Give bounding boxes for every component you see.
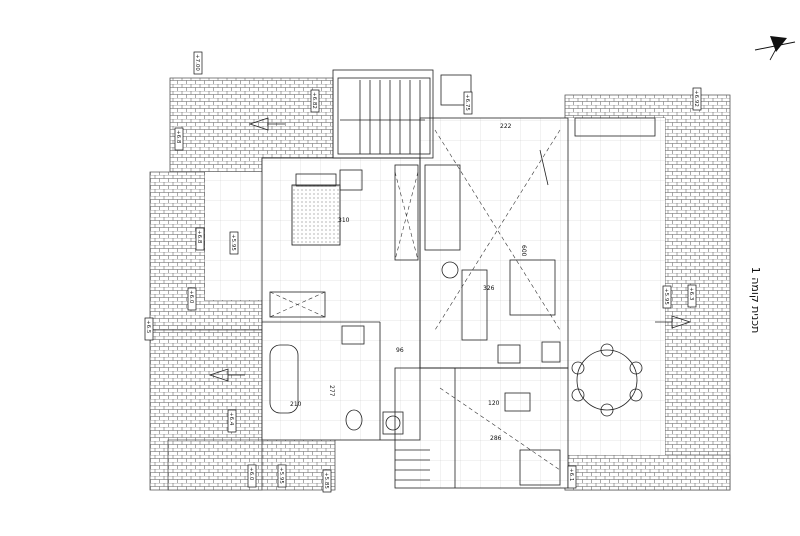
bathroom — [269, 291, 404, 435]
dim-bath-small: 210 — [290, 401, 302, 408]
walls — [261, 69, 569, 489]
bed — [291, 184, 341, 246]
interior-floor — [262, 118, 568, 488]
elevation-value: +5.95 — [230, 234, 236, 251]
elevation-tag: +6.0 — [187, 287, 197, 311]
elevation-value: +5.95 — [663, 288, 669, 305]
elevation-tag: +6.8 — [174, 127, 184, 151]
elevation-value: +6.0 — [188, 290, 194, 304]
elevation-value: +6.4 — [228, 412, 234, 426]
dimension-labels: 600 326 96 277 210 222 310 286 120 — [290, 123, 527, 442]
staircase — [337, 77, 431, 481]
elevation-tag: +7.00 — [193, 51, 203, 75]
elevation-value: +6.3 — [688, 287, 694, 301]
elevation-tag: +6.0 — [247, 464, 257, 488]
elevation-value: +5.85 — [323, 472, 329, 489]
elevation-value: +6.75 — [464, 94, 470, 111]
dim-living: 326 — [483, 285, 495, 292]
dim-misc: 120 — [488, 400, 500, 407]
elevation-tag: +5.85 — [322, 469, 332, 493]
elevation-value: +6.8 — [175, 130, 181, 144]
elevation-tag: +5.95 — [229, 231, 239, 255]
north-arrow-icon — [754, 36, 796, 61]
living-furniture — [424, 129, 561, 364]
elevation-tag: +6.5 — [144, 317, 154, 341]
elevation-tag: +6.82 — [310, 89, 320, 113]
elevation-tag: +6.3 — [687, 284, 697, 308]
bedroom — [291, 164, 419, 261]
dim-corridor: 96 — [396, 347, 404, 354]
elevation-value: +6.8 — [196, 230, 202, 244]
elevation-value: +6.1 — [568, 468, 574, 481]
dim-bedroom: 310 — [338, 217, 350, 224]
dim-bath: 277 — [328, 385, 335, 397]
elevation-tag: +6.4 — [227, 409, 237, 433]
elevation-tag: +5.95 — [277, 464, 287, 488]
elevation-value: +6.82 — [311, 92, 317, 109]
elevation-value: +5.95 — [278, 467, 284, 484]
lower-room — [439, 387, 561, 486]
elevation-tag: +6.92 — [692, 87, 702, 111]
elevation-tag: +6.8 — [195, 227, 205, 251]
elevation-tag: +5.95 — [662, 285, 672, 309]
elevation-tags: +7.00 +6.92 +6.8 +6.82 +6.75 +6.8 +6.5 +5.95 +6.… — [144, 51, 702, 493]
elevation-value: +7.00 — [194, 54, 200, 71]
elevation-value: +6.0 — [248, 467, 254, 481]
elevation-tag: +6.75 — [463, 91, 473, 115]
dim-living-width: 600 — [520, 245, 527, 257]
elevation-tag: +6.1 — [567, 465, 577, 489]
dim-top: 222 — [500, 123, 512, 130]
elevation-value: +6.92 — [693, 90, 699, 107]
elevation-value: +6.5 — [145, 320, 151, 334]
dim-lower-room: 286 — [490, 435, 502, 442]
plan-title: תכנית קומה 1 — [749, 267, 762, 334]
slope-arrows — [208, 117, 692, 382]
terrace-table — [571, 117, 656, 417]
